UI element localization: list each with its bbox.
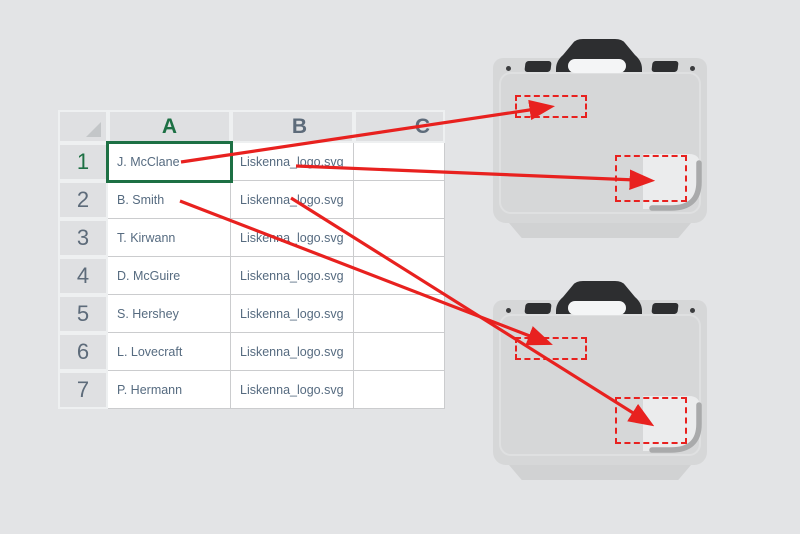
briefcase-latch-left: [524, 303, 552, 314]
rivet-right: [690, 66, 695, 71]
cell-b1[interactable]: Liskenna_logo.svg: [231, 143, 354, 181]
row-header-7[interactable]: 7: [58, 371, 108, 409]
cell-a2[interactable]: B. Smith: [108, 181, 231, 219]
cell-a7[interactable]: P. Hermann: [108, 371, 231, 409]
cell-b6[interactable]: Liskenna_logo.svg: [231, 333, 354, 371]
briefcase-base: [509, 465, 691, 480]
cell-b7[interactable]: Liskenna_logo.svg: [231, 371, 354, 409]
cell-c3[interactable]: [354, 219, 445, 257]
rivet-left: [506, 308, 511, 313]
column-header-b-label: B: [291, 114, 308, 138]
briefcase-2-name-zone[interactable]: [515, 337, 587, 360]
cell-c7[interactable]: [354, 371, 445, 409]
cell-b2[interactable]: Liskenna_logo.svg: [231, 181, 354, 219]
row-header-3[interactable]: 3: [58, 219, 108, 257]
cell-b3[interactable]: Liskenna_logo.svg: [231, 219, 354, 257]
briefcase-base: [509, 223, 691, 238]
row-header-6[interactable]: 6: [58, 333, 108, 371]
cell-a3[interactable]: T. Kirwann: [108, 219, 231, 257]
cell-b5[interactable]: Liskenna_logo.svg: [231, 295, 354, 333]
briefcase-latch-left: [524, 61, 552, 72]
briefcase-1-name-zone[interactable]: [515, 95, 587, 118]
row-header-2[interactable]: 2: [58, 181, 108, 219]
select-all-corner[interactable]: [58, 110, 108, 143]
select-all-triangle-icon: [86, 122, 101, 137]
spreadsheet: A B C 1 J. McClane Liskenna_logo.svg 2 B…: [58, 110, 445, 409]
row-header-1[interactable]: 1: [58, 143, 108, 181]
cell-c1[interactable]: [354, 143, 445, 181]
cell-c6[interactable]: [354, 333, 445, 371]
briefcase-2-logo-zone[interactable]: [615, 397, 687, 444]
briefcase-latch-right: [651, 303, 679, 314]
row-header-5[interactable]: 5: [58, 295, 108, 333]
column-header-b[interactable]: B: [231, 110, 354, 143]
handle-grip-hole: [568, 59, 626, 73]
cell-a6[interactable]: L. Lovecraft: [108, 333, 231, 371]
cell-a5[interactable]: S. Hershey: [108, 295, 231, 333]
row-header-4[interactable]: 4: [58, 257, 108, 295]
handle-grip-hole: [568, 301, 626, 315]
briefcase-1: [493, 39, 707, 238]
cell-c5[interactable]: [354, 295, 445, 333]
cell-c2[interactable]: [354, 181, 445, 219]
briefcase-2: [493, 281, 707, 480]
briefcase-latch-right: [651, 61, 679, 72]
rivet-left: [506, 66, 511, 71]
cell-a4[interactable]: D. McGuire: [108, 257, 231, 295]
column-header-a[interactable]: A: [108, 110, 231, 143]
rivet-right: [690, 308, 695, 313]
cell-b4[interactable]: Liskenna_logo.svg: [231, 257, 354, 295]
column-header-c[interactable]: C: [354, 110, 445, 143]
cell-c4[interactable]: [354, 257, 445, 295]
cell-a1[interactable]: J. McClane: [108, 143, 231, 181]
briefcase-1-logo-zone[interactable]: [615, 155, 687, 202]
